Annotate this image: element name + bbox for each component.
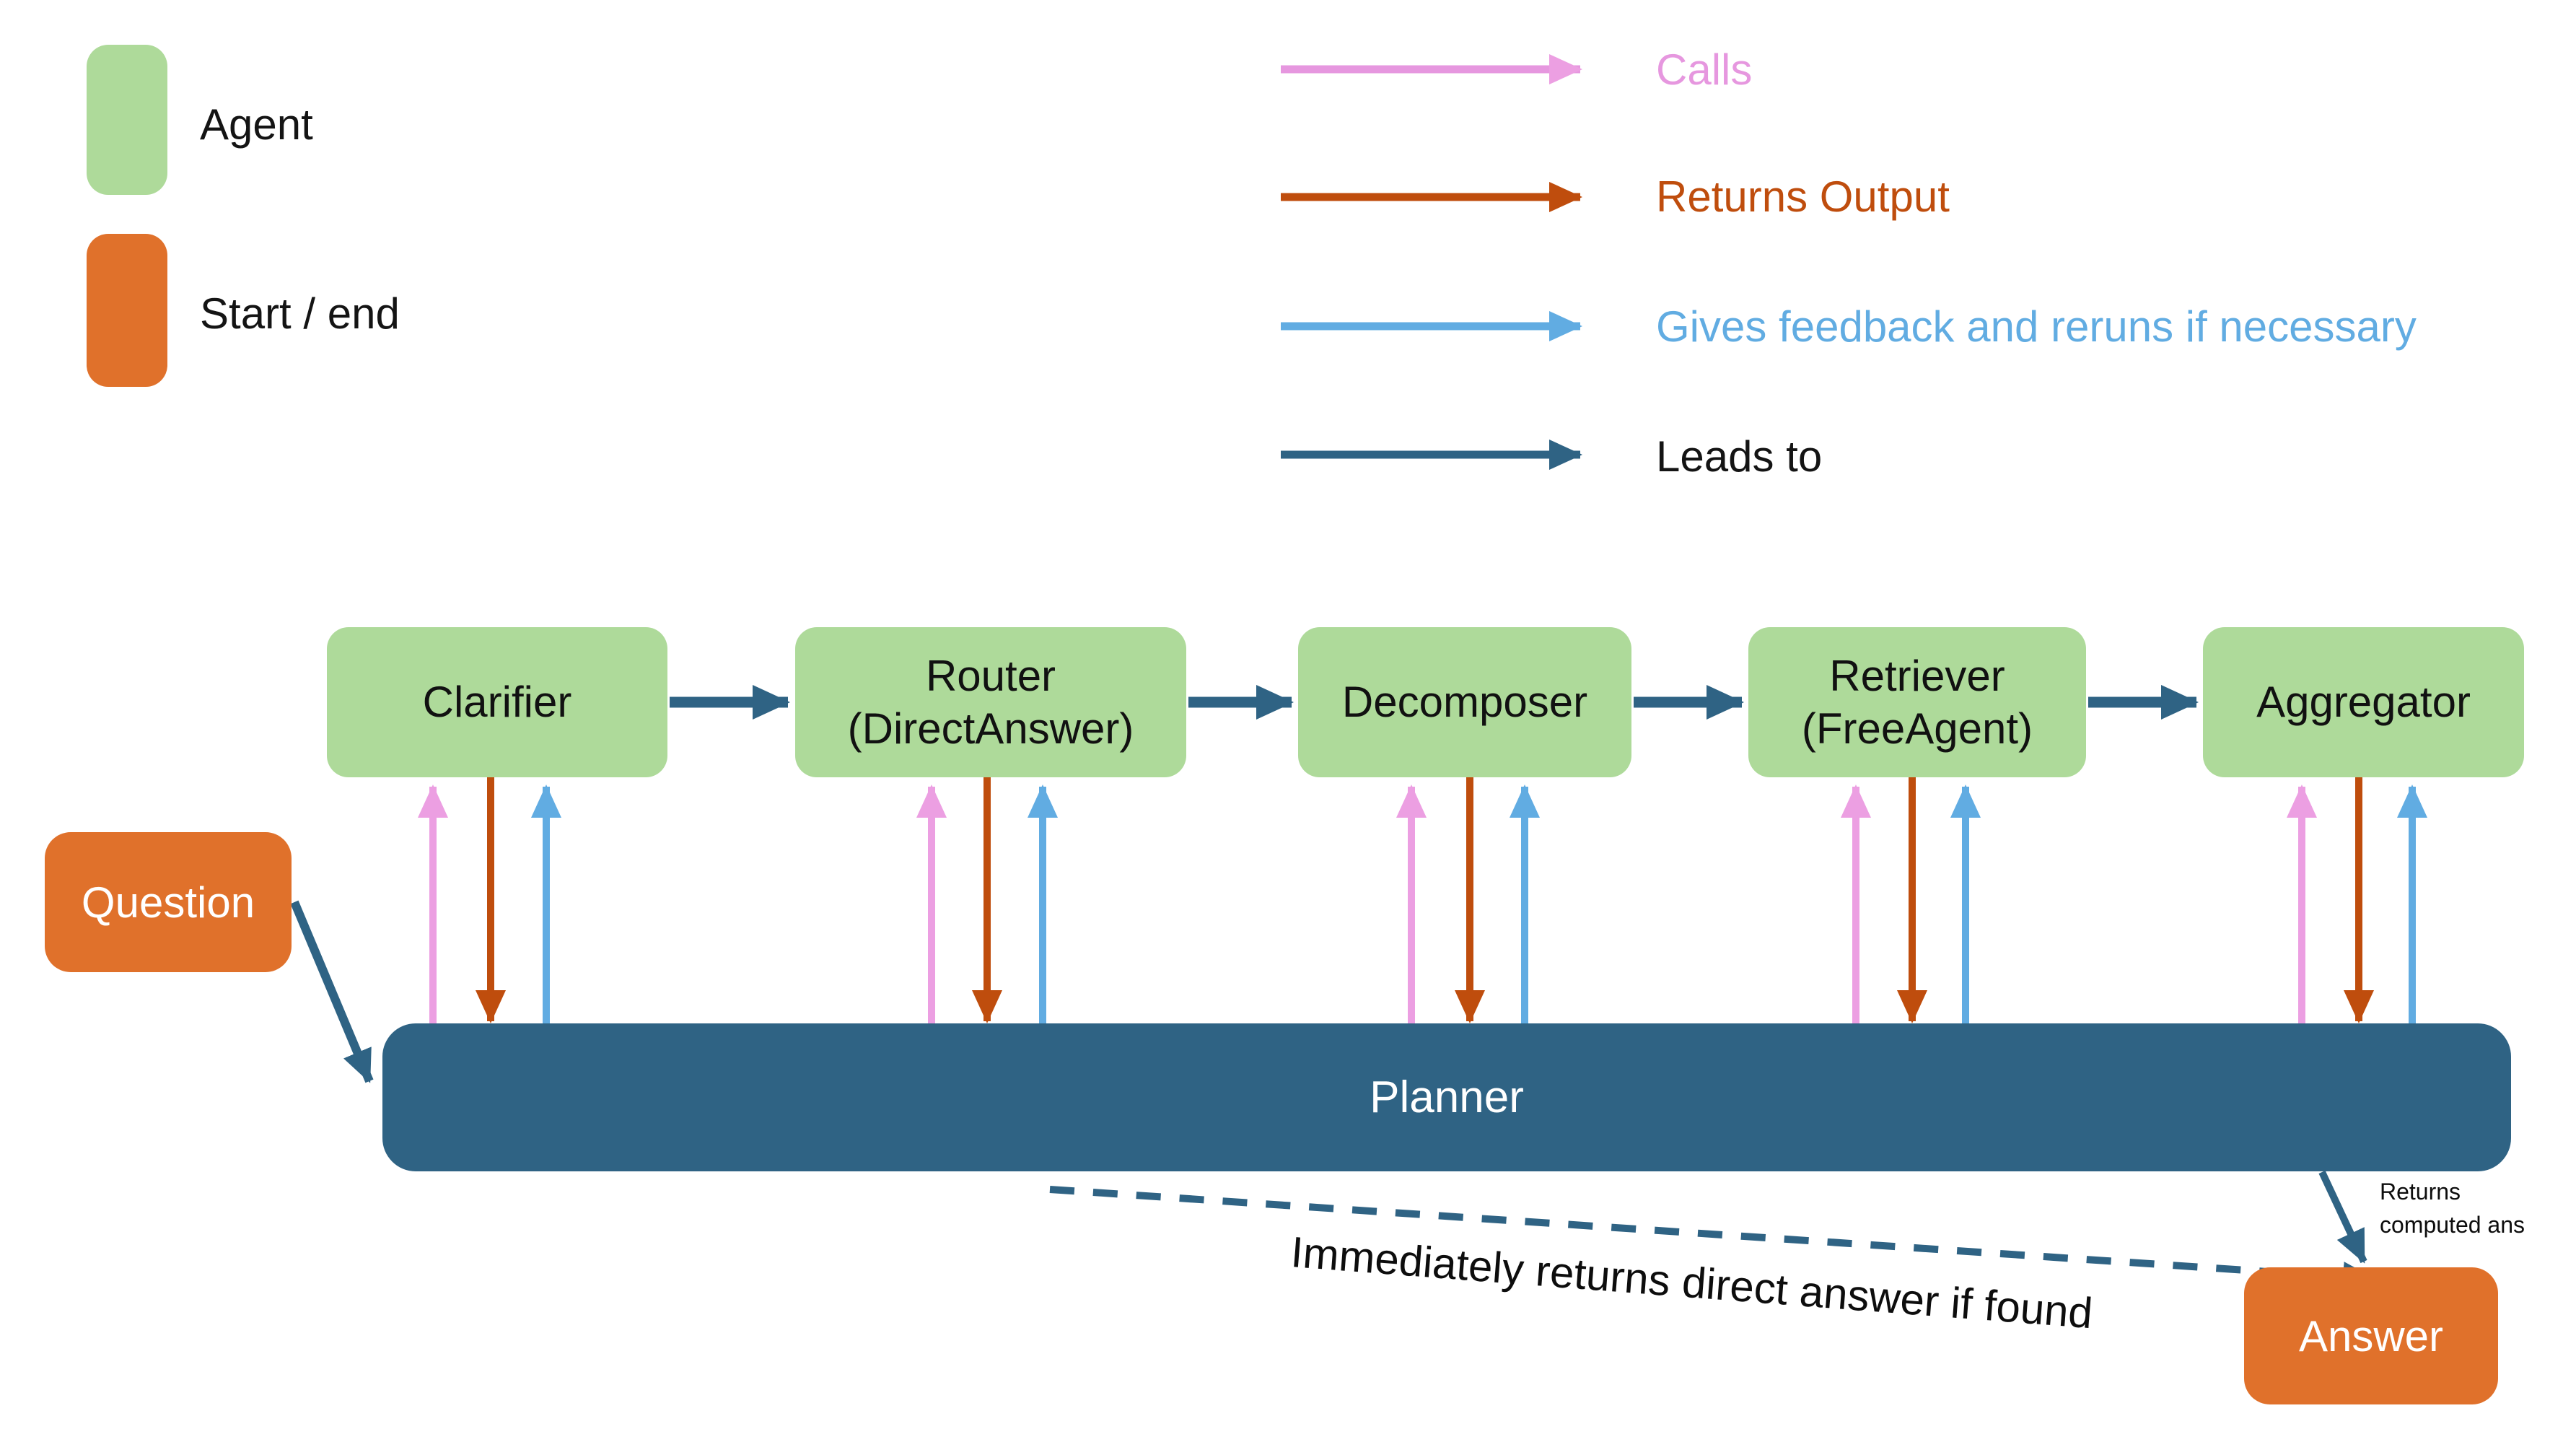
question-label: Question xyxy=(81,878,255,927)
agent-box-aggregator: Aggregator xyxy=(2203,627,2524,777)
arrow-planner-direct-answer-dashed xyxy=(1049,1186,2376,1293)
arrow-question-to-planner xyxy=(290,900,374,1083)
legend-swatch-agent xyxy=(87,45,167,195)
arrow-legend-label-calls: Calls xyxy=(1656,45,1753,94)
agent-label-line1: Retriever xyxy=(1829,651,2005,700)
agent-box-retriever: Retriever (FreeAgent) xyxy=(1748,627,2086,777)
start-node-question: Question xyxy=(45,832,292,972)
planner-bar: Planner xyxy=(382,1023,2511,1171)
agent-box-decomposer: Decomposer xyxy=(1298,627,1631,777)
agent-label: Aggregator xyxy=(2256,678,2471,727)
answer-label: Answer xyxy=(2298,1311,2444,1360)
agent-label: Clarifier xyxy=(422,678,572,727)
legend-label-agent: Agent xyxy=(200,100,313,149)
agent-label-line2: (DirectAnswer) xyxy=(847,704,1134,753)
legend-swatch-start-end xyxy=(87,234,167,387)
legend-label-start-end: Start / end xyxy=(200,289,400,338)
arrow-legend-label-leads-to: Leads to xyxy=(1656,432,1823,481)
agent-box-router: Router (DirectAnswer) xyxy=(795,627,1186,777)
arrow-planner-to-answer xyxy=(2318,1170,2367,1264)
planner-label: Planner xyxy=(1370,1072,1524,1122)
arrow-legend-label-returns-output: Returns Output xyxy=(1656,172,1950,221)
agent-box-clarifier: Clarifier xyxy=(327,627,667,777)
agent-label-line2: (FreeAgent) xyxy=(1801,704,2033,753)
arrow-legend-label-feedback: Gives feedback and reruns if necessary xyxy=(1656,302,2417,351)
agent-label: Decomposer xyxy=(1341,678,1588,727)
agent-label-line1: Router xyxy=(925,651,1056,700)
annotation-returns-computed-ans: Returns computed ans xyxy=(2380,1179,2525,1238)
end-node-answer: Answer xyxy=(2244,1267,2498,1404)
